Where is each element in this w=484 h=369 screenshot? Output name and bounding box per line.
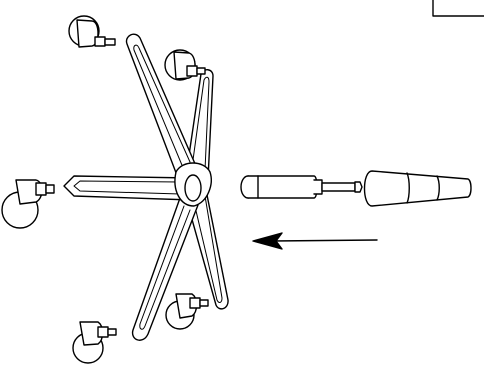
- gas-lift-cylinder: [241, 176, 362, 198]
- caster-stem: [190, 298, 200, 308]
- star-base-leg-lower-left-inner: [140, 206, 190, 329]
- caster-bottom-left: [73, 322, 116, 363]
- cylinder-collar: [314, 180, 322, 194]
- star-base-leg-upper-left: [126, 34, 196, 178]
- arrow-shaft: [272, 240, 377, 241]
- caster-left: [2, 180, 54, 228]
- star-base-leg-upper-left-inner: [134, 45, 190, 170]
- star-base: [64, 34, 228, 340]
- cylinder-tip: [355, 182, 362, 192]
- caster-bottom-right: [166, 294, 208, 329]
- caster-top-right: [165, 50, 205, 80]
- star-base-leg-left-inner: [74, 181, 180, 194]
- caster-pin: [200, 300, 208, 306]
- cover-section-line-1: [407, 173, 409, 203]
- caster-stem: [95, 37, 105, 46]
- caster-pin: [197, 68, 205, 74]
- caster-stem: [36, 183, 46, 195]
- caster-pin: [108, 329, 116, 335]
- star-base-leg-upper-right-inner: [193, 77, 209, 192]
- star-base-hub-socket: [185, 175, 201, 201]
- caster-pin: [46, 185, 54, 193]
- star-base-leg-lower-right-inner: [193, 190, 222, 302]
- corner-frame: [433, 0, 484, 16]
- caster-pin: [105, 39, 115, 45]
- caster-stem: [98, 327, 108, 337]
- cylinder-piston-rod: [322, 183, 355, 191]
- cover-shell: [365, 171, 472, 206]
- star-base-leg-lower-left: [133, 198, 198, 340]
- caster-fork: [77, 20, 98, 47]
- arrow-left-icon: [253, 233, 282, 249]
- star-base-leg-left: [64, 176, 192, 200]
- cylinder-cover: [365, 171, 472, 206]
- cover-section-line-2: [437, 176, 439, 200]
- caster-stem: [187, 66, 197, 76]
- direction-arrow: [253, 233, 377, 249]
- caster-top-left: [69, 16, 115, 47]
